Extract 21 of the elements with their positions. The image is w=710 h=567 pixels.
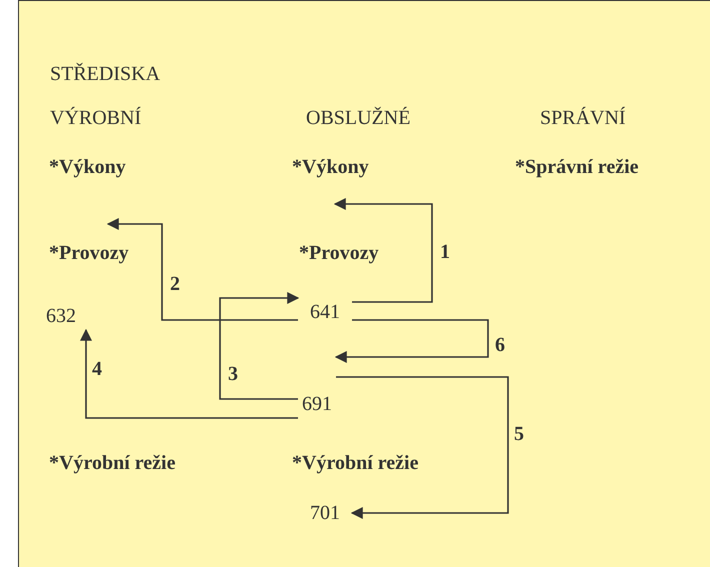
column-heading: OBSLUŽNÉ [306, 106, 410, 130]
arrow [334, 198, 433, 303]
arrow [80, 328, 298, 419]
cost-category: *Výkony [292, 155, 369, 179]
account-number: 691 [298, 355, 336, 422]
column-heading: VÝROBNÍ [50, 106, 142, 130]
account-number: 701 [298, 500, 352, 526]
cost-category: *Výrobní režie [49, 451, 176, 475]
cost-category: *Správní režie [515, 155, 639, 179]
account-number: 641 [298, 296, 352, 328]
cost-category: *Provozy [299, 241, 379, 265]
arrow [219, 292, 300, 400]
column-heading: SPRÁVNÍ [540, 106, 626, 130]
heading: STŘEDISKA [50, 62, 160, 86]
arrow [336, 376, 509, 519]
arrow [334, 319, 489, 363]
account-number: 632 [30, 302, 92, 330]
cost-category: *Výrobní režie [292, 451, 418, 475]
cost-category: *Provozy [49, 241, 129, 265]
arrow [106, 218, 298, 321]
cost-category: *Výkony [49, 155, 126, 179]
